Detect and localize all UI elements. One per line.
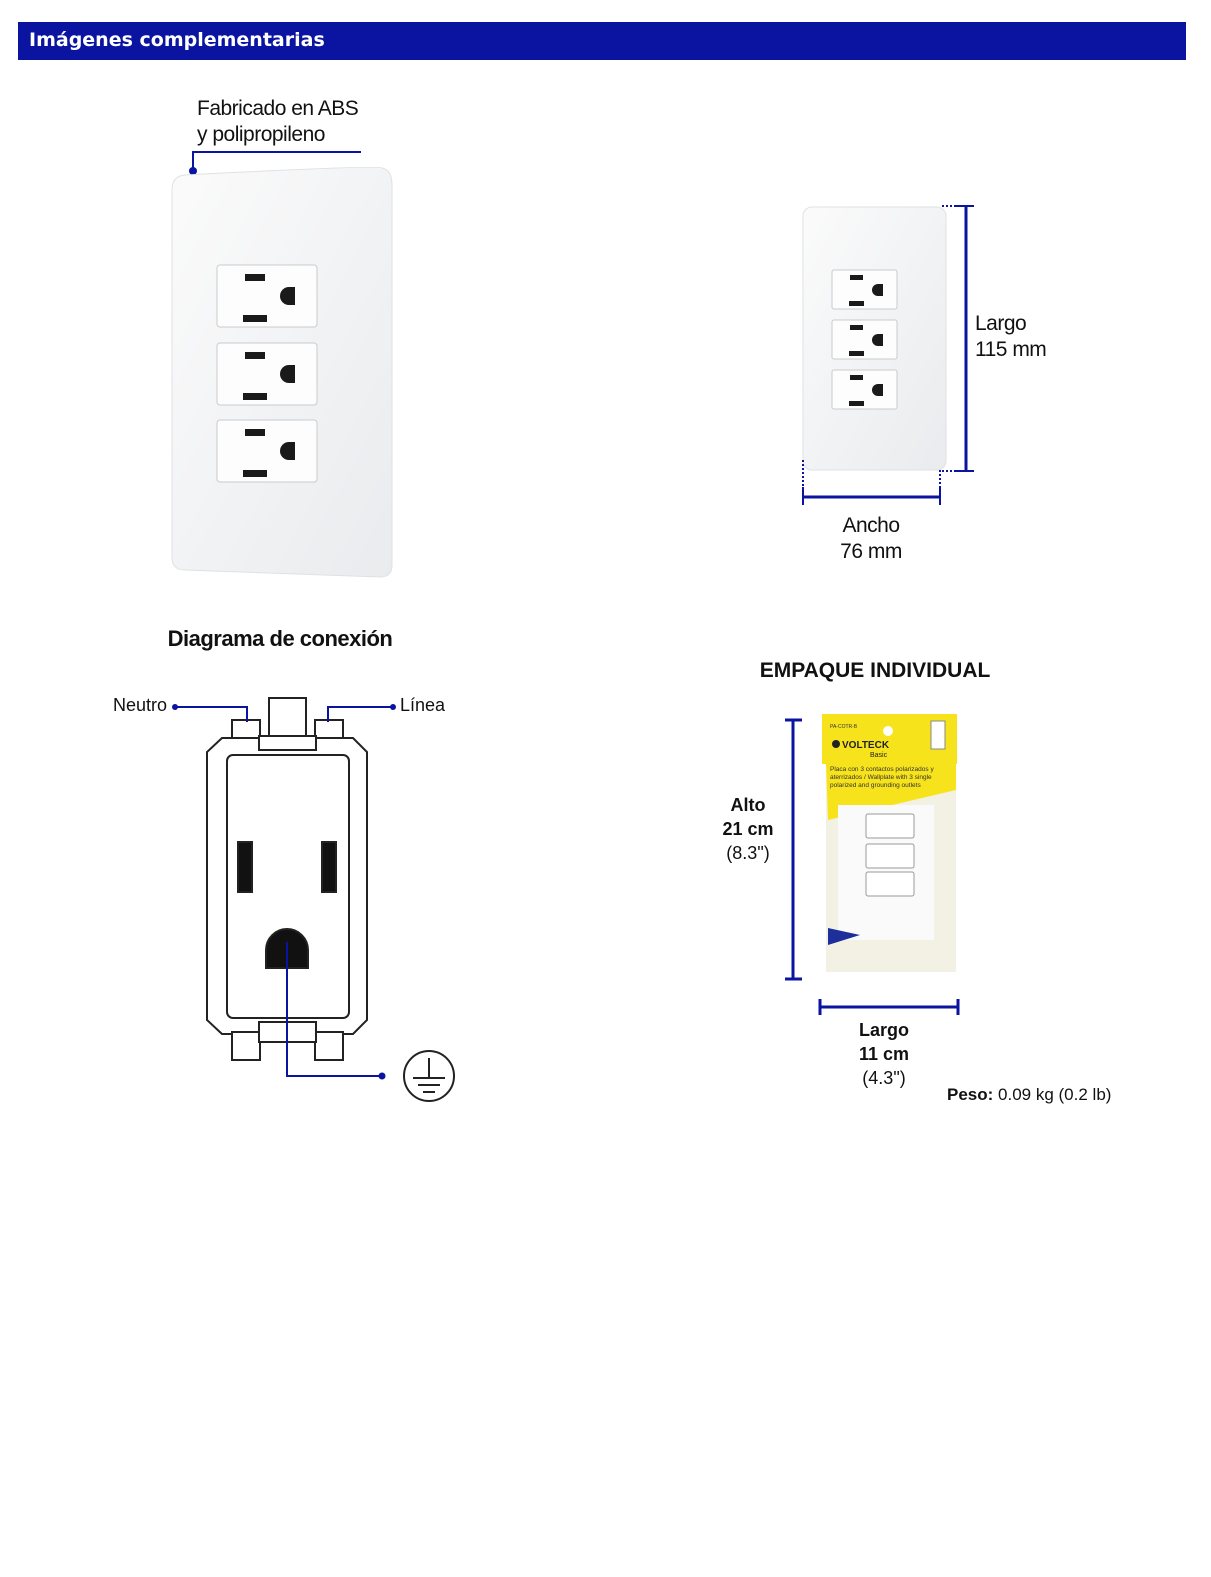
package-brand-logo: VOLTECK xyxy=(842,740,890,751)
material-line-1: Fabricado en ABS xyxy=(197,97,359,120)
material-callout-line xyxy=(189,151,361,175)
height-label: Alto xyxy=(730,795,766,815)
width-dimension-label: Ancho 76 mm xyxy=(811,513,931,565)
package-length-label-text: Largo xyxy=(858,1020,909,1040)
material-line-2: y polipropileno xyxy=(197,123,325,146)
package-sub-logo: Basic xyxy=(870,752,888,759)
length-value: 115 mm xyxy=(975,338,1047,361)
length-label: Largo xyxy=(975,312,1027,335)
length-dimension-label: Largo 115 mm xyxy=(975,311,1047,363)
connection-diagram xyxy=(172,697,396,1080)
package-length-label: Largo 11 cm (4.3") xyxy=(844,1018,924,1090)
width-label: Ancho xyxy=(842,514,900,537)
section-title: Imágenes complementarias xyxy=(29,29,325,51)
package-image: PA-COTR-B VOLTECK Basic xyxy=(822,714,957,972)
package-code-text: PA-COTR-B xyxy=(830,724,858,730)
height-inches: (8.3") xyxy=(726,843,770,863)
dimension-lines xyxy=(802,205,974,505)
section-header: Imágenes complementarias xyxy=(18,22,1186,60)
package-length-value: 11 cm xyxy=(858,1044,910,1064)
material-callout: Fabricado en ABS y polipropileno xyxy=(197,96,359,148)
weight-label: Peso: xyxy=(947,1085,994,1104)
ground-symbol-icon xyxy=(403,1050,455,1102)
wallplate-image-small xyxy=(802,206,947,471)
weight-info: Peso: 0.09 kg (0.2 lb) xyxy=(947,1085,1111,1105)
width-value: 76 mm xyxy=(840,540,902,563)
diagram-title: Diagrama de conexión xyxy=(167,626,393,651)
package-height-label: Alto 21 cm (8.3") xyxy=(708,793,788,865)
height-value: 21 cm xyxy=(722,819,774,839)
neutral-label: Neutro xyxy=(113,695,168,715)
package-description-text: Placa con 3 contactos polarizados y ater… xyxy=(830,766,934,789)
line-label: Línea xyxy=(400,695,446,715)
wallplate-image-large xyxy=(171,166,393,578)
packaging-title: EMPAQUE INDIVIDUAL xyxy=(759,659,991,682)
weight-value: 0.09 kg (0.2 lb) xyxy=(998,1085,1112,1104)
package-dimension-lines xyxy=(785,718,960,1015)
package-length-inches: (4.3") xyxy=(862,1068,906,1088)
